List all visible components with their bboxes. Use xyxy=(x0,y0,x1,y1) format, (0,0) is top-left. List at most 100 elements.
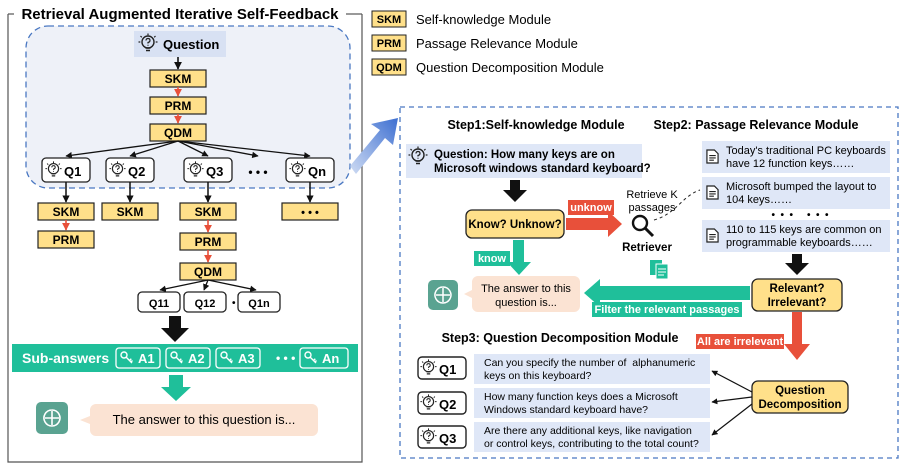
final-answer-text: The answer to this question is... xyxy=(113,412,296,427)
decomp-line2: Decomposition xyxy=(758,399,841,411)
sub-question-q3: Q3 xyxy=(183,157,233,183)
passage-1-doc-icon xyxy=(706,149,719,164)
prm-label-top: PRM xyxy=(165,99,192,113)
q1n-box xyxy=(237,291,281,313)
retriever-label: Retriever xyxy=(622,242,672,254)
legend-skm-box xyxy=(371,10,407,28)
decomp-arrow-q2 xyxy=(711,396,753,405)
unknow-label-bg xyxy=(568,200,614,215)
rp-question-line2: Microsoft windows standard keyboard? xyxy=(434,163,651,175)
question-label: Question xyxy=(163,37,219,52)
a2-label: A2 xyxy=(188,351,205,366)
dots-label-qn: • • • xyxy=(301,207,319,219)
decomp-q1-label: Q1 xyxy=(439,362,456,377)
sub-answers-label: Sub-answers xyxy=(22,350,109,366)
teal-docs-icon xyxy=(650,260,669,280)
an-label: An xyxy=(322,351,339,366)
q11-box xyxy=(137,291,181,313)
fan-q1 xyxy=(65,140,179,159)
relevant-line2: Irrelevant? xyxy=(768,297,827,309)
passage-3-box xyxy=(702,220,890,252)
skm-label-q1: SKM xyxy=(53,205,80,219)
q1-label: Q1 xyxy=(64,164,81,179)
rp-question-line1: Question: How many keys are on xyxy=(434,149,615,161)
decomp-q2: Q2 How many function keys does a Microso… xyxy=(417,388,710,418)
legend-skm-name: Self-knowledge Module xyxy=(416,12,551,27)
q12-label: Q12 xyxy=(195,298,216,310)
legend: SKM Self-knowledge Module PRM Passage Re… xyxy=(371,10,604,76)
decomp-q3: Q3 Are there any additional keys, like n… xyxy=(417,422,710,452)
passage-3-line2: programmable keyboards…… xyxy=(726,237,873,249)
passage-2-doc-icon xyxy=(706,185,719,200)
filter-label: Filter the relevant passages xyxy=(595,304,740,316)
qdm-label-q3: QDM xyxy=(194,265,222,279)
decomp-q1-line1: Can you specify the number of alphanumer… xyxy=(484,357,695,369)
sub-answer-a1: A1 xyxy=(115,347,161,369)
decomp-q1-line2: keys on this keyboard? xyxy=(484,370,592,382)
rp-answer-line1: The answer to this xyxy=(481,283,571,295)
decomp-arrows xyxy=(711,370,753,436)
fan-q11 xyxy=(159,279,209,292)
decomp-q1: Q1 Can you specify the number of alphanu… xyxy=(417,354,710,384)
step1-title: Step1:Self-knowledge Module xyxy=(447,118,624,132)
final-answer-bubble xyxy=(80,404,318,436)
all-irrelevant-label: All are irrelevant xyxy=(697,336,784,348)
level2-fanout xyxy=(159,279,257,292)
retrieve-dashed-curve xyxy=(653,189,701,221)
dots-box-qn xyxy=(281,202,339,221)
skm-label-q3: SKM xyxy=(195,205,222,219)
left-frame xyxy=(7,14,363,463)
chatbot-icon-left xyxy=(36,402,68,434)
rp-answer-line2: question is... xyxy=(495,297,557,309)
sub-answer-a2: A2 xyxy=(165,347,211,369)
step2-title: Step2: Passage Relevance Module xyxy=(654,118,859,132)
retrieve-k-line1: Retrieve K xyxy=(626,189,678,201)
fan-q2 xyxy=(129,140,179,158)
filter-label-bg xyxy=(592,302,742,317)
left-panel: Retrieval Augmented Iterative Self-Feedb… xyxy=(7,6,363,463)
decomp-arrow-q3 xyxy=(711,403,753,436)
big-black-arrow xyxy=(161,316,189,342)
relevant-box xyxy=(751,278,843,312)
rp-answer-bubble xyxy=(464,276,580,312)
left-panel-title: Retrieval Augmented Iterative Self-Feedb… xyxy=(21,6,339,23)
fan-qn xyxy=(177,140,311,159)
skm-box-q2 xyxy=(101,202,159,221)
sub-question-ellipsis: • • • xyxy=(248,165,267,179)
retrieve-k-line2: passages xyxy=(628,202,676,214)
decomp-arrow-q1 xyxy=(711,370,753,393)
sub-answer-a3: A3 xyxy=(215,347,261,369)
passage-1-box xyxy=(702,141,890,173)
legend-qdm-name: Question Decomposition Module xyxy=(416,60,604,75)
know-label: know xyxy=(478,253,507,265)
qn-label: Qn xyxy=(308,164,326,179)
teal-arrow-down-left xyxy=(161,375,191,401)
filter-arrow xyxy=(584,279,750,307)
passage-1-line2: have 12 function keys…… xyxy=(726,158,854,170)
zoom-arrow xyxy=(350,118,398,174)
decomp-line1: Question xyxy=(775,385,825,397)
passage-dots: • • • • • • xyxy=(771,210,829,221)
chatbot-icon-right xyxy=(428,280,458,310)
a3-label: A3 xyxy=(238,351,255,366)
legend-prm-abbr: PRM xyxy=(377,38,401,50)
fan-q3 xyxy=(177,140,209,157)
q2-label: Q2 xyxy=(128,164,145,179)
a1-label: A1 xyxy=(138,351,155,366)
sub-answer-ellipsis: • • • xyxy=(276,351,295,365)
know-unknow-label: Know? Unknow? xyxy=(468,219,561,231)
unknow-arrow xyxy=(566,211,622,237)
all-irrelevant-label-bg xyxy=(696,334,784,349)
legend-prm-box xyxy=(371,34,407,52)
decomp-q2-line2: Windows standard keyboard have? xyxy=(484,404,648,416)
know-arrow xyxy=(507,240,531,275)
passage-2-line1: Microsoft bumped the layout to xyxy=(726,181,876,193)
q1n-label: Q1n xyxy=(248,298,270,310)
right-panel: Step1:Self-knowledge Module Step2: Passa… xyxy=(399,106,899,459)
step3-title: Step3: Question Decomposition Module xyxy=(442,331,679,345)
legend-skm-abbr: SKM xyxy=(377,14,401,26)
fan-q12 xyxy=(203,279,210,291)
decomp-q2-line1: How many function keys does a Microsoft xyxy=(484,391,678,403)
decomp-q3-line2: or control keys, contributing to the tot… xyxy=(484,438,699,450)
passage-3-line1: 110 to 115 keys are common on xyxy=(726,224,882,236)
